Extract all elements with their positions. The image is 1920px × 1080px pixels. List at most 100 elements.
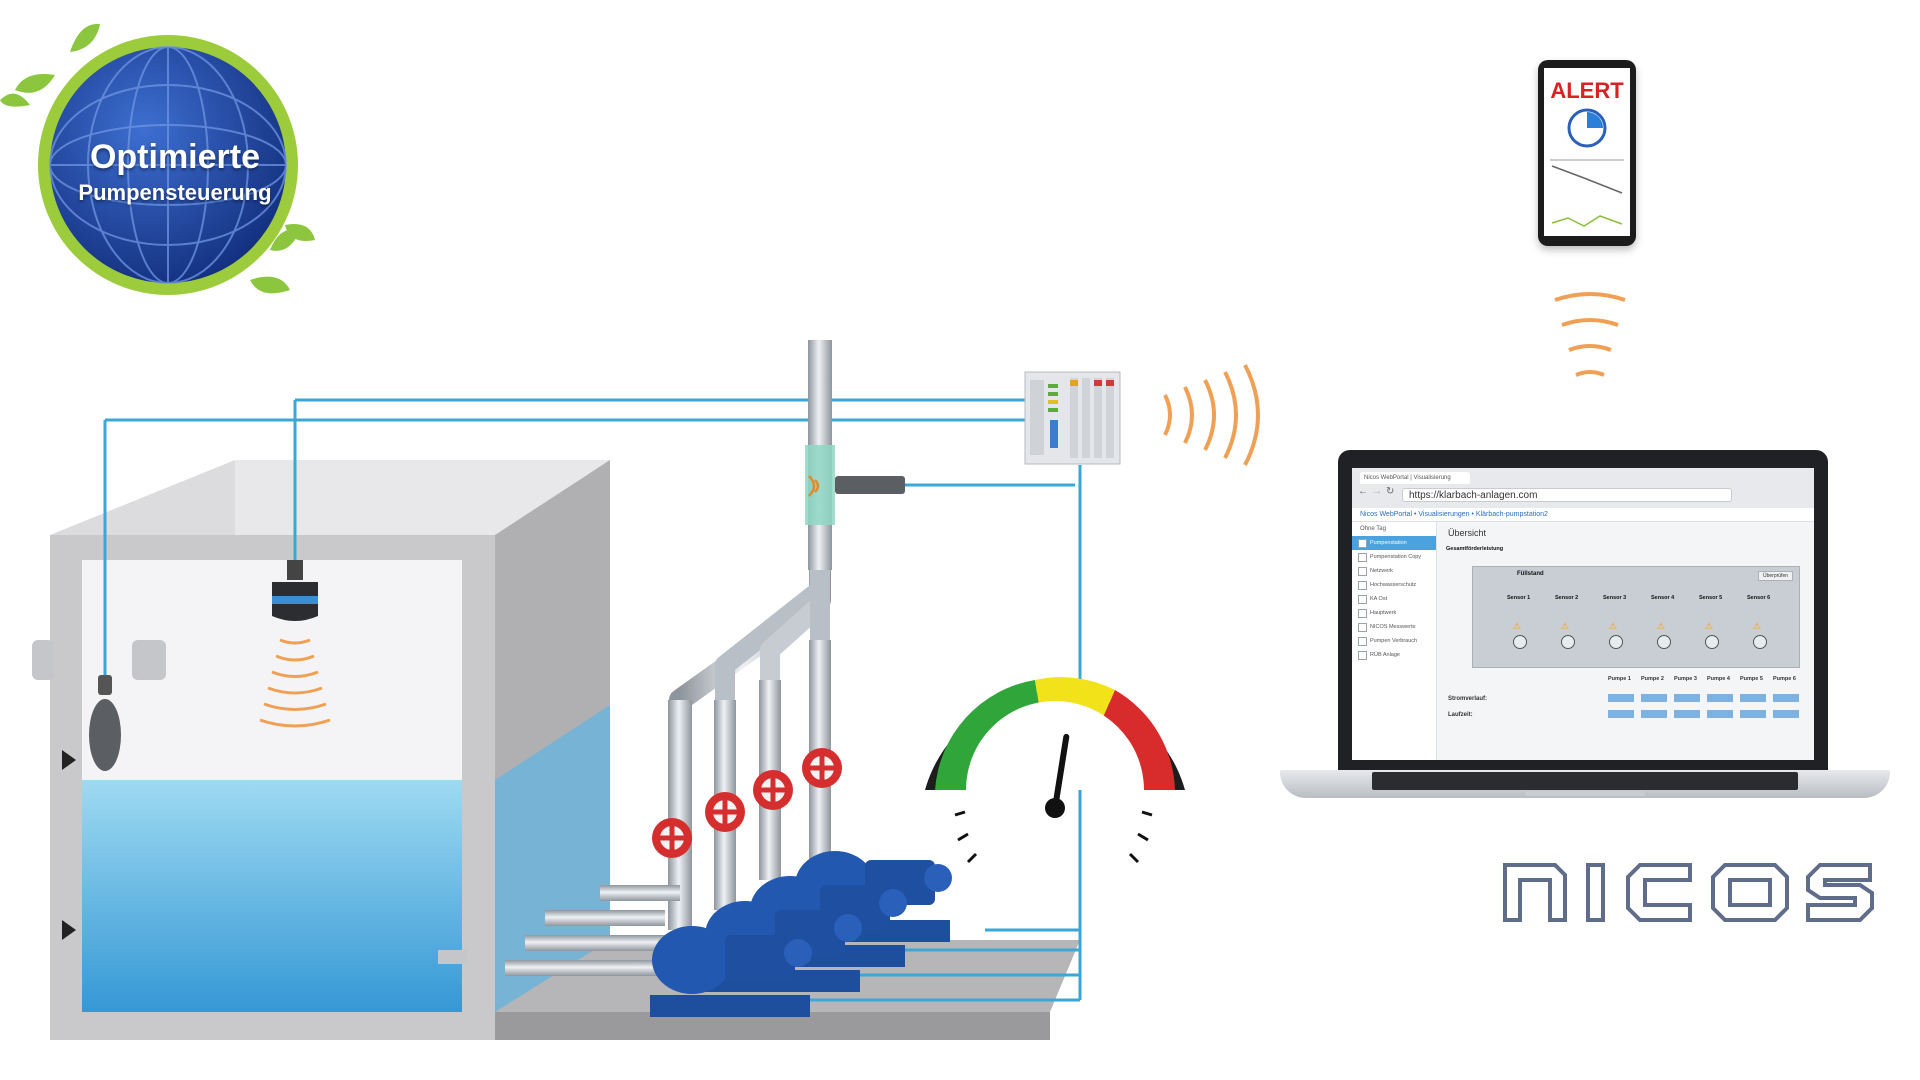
sidebar-item-label: Pumpenstation <box>1370 540 1407 546</box>
pump-column-header: Pumpe 4 <box>1707 676 1730 682</box>
phone-chart-line-2 <box>1551 215 1623 227</box>
phone-graphics <box>1550 108 1624 227</box>
pump-value-cell <box>1707 694 1733 702</box>
phone-chart-line-1 <box>1551 165 1623 194</box>
sidebar-item[interactable]: Pumpen Verbrauch <box>1352 634 1436 648</box>
alert-label: ALERT <box>1550 78 1624 103</box>
checkbox-icon[interactable] <box>1358 539 1367 548</box>
pump-value-cell <box>1773 694 1799 702</box>
pump-value-cell <box>1707 710 1733 718</box>
checkbox-icon[interactable] <box>1358 567 1367 576</box>
pump-value-cell <box>1641 694 1667 702</box>
sidebar-item-label: Hauptwerk <box>1370 610 1397 616</box>
pump-column-header: Pumpe 1 <box>1608 676 1631 682</box>
checkbox-icon[interactable] <box>1358 637 1367 646</box>
pump-value-cell <box>1773 710 1799 718</box>
browser-tab[interactable]: Nicos WebPortal | Visualisierung <box>1360 472 1470 484</box>
discharge-pipes <box>505 340 905 976</box>
valves <box>652 748 842 858</box>
phone-screen: ALERT <box>1544 68 1630 236</box>
valve-3 <box>753 770 793 810</box>
pump-symbol-icon[interactable] <box>1609 635 1623 649</box>
browser-toolbar: Nicos WebPortal | Visualisierung ← → ↻ h… <box>1352 468 1814 509</box>
badge-title-line2: Pumpensteuerung <box>78 180 272 205</box>
laptop-base <box>1280 770 1890 798</box>
sidebar-item[interactable]: RÜB Anlage <box>1352 648 1436 662</box>
badge-title-line1: Optimierte <box>89 138 261 176</box>
url-field[interactable]: https://klarbach-anlagen.com <box>1402 488 1732 502</box>
pump-symbol-icon[interactable] <box>1705 635 1719 649</box>
valve-4 <box>802 748 842 788</box>
fill-level-label: Füllstand <box>1517 571 1544 577</box>
pump-column-header: Pumpe 2 <box>1641 676 1664 682</box>
pump-column-header: Pumpe 6 <box>1773 676 1796 682</box>
float-switch <box>89 420 121 771</box>
leaf-icon <box>250 276 290 294</box>
sidebar-item-label: Hochwasserschutz <box>1370 582 1417 588</box>
globe-grid <box>49 46 287 284</box>
tank-nozzle-left <box>32 640 54 680</box>
pump-floor-edge <box>495 1012 1050 1040</box>
sidebar-item-label: Pumpenstation Copy <box>1370 554 1422 560</box>
leaf-icon <box>0 93 30 107</box>
clock-sector <box>1587 112 1603 128</box>
leaf-icon <box>15 74 55 93</box>
sensor-label: Sensor 6 <box>1747 595 1771 601</box>
reload-icon[interactable]: ↻ <box>1386 486 1395 497</box>
laptop-screen: Nicos WebPortal | Visualisierung ← → ↻ h… <box>1352 468 1814 760</box>
pump-symbol-icon[interactable] <box>1513 635 1527 649</box>
sidebar-item[interactable]: Pumpenstation Copy <box>1352 550 1436 564</box>
sensor-label: Sensor 5 <box>1699 595 1723 601</box>
sidebar-item[interactable]: Hauptwerk <box>1352 606 1436 620</box>
controller-wireless-waves <box>1163 364 1260 466</box>
checkbox-icon[interactable] <box>1358 609 1367 618</box>
forward-arrow-icon[interactable]: → <box>1372 486 1382 497</box>
trackpad <box>1525 791 1645 796</box>
smartphone: ALERT <box>1538 60 1636 246</box>
keyboard <box>1372 772 1798 796</box>
tank-water <box>82 780 462 1012</box>
main-content: Übersicht Gesamtförderleistung Füllstand… <box>1442 526 1808 754</box>
badge: Optimierte Pumpensteuerung <box>10 20 330 320</box>
warning-icon: ⚠ <box>1609 621 1618 631</box>
pump-column-header: Pumpe 3 <box>1674 676 1697 682</box>
sidebar-item-label: KA Ost <box>1370 596 1388 602</box>
sidebar-item[interactable]: KA Ost <box>1352 592 1436 606</box>
pressure-gauge <box>925 677 1185 864</box>
gauge-ticks <box>954 810 1153 864</box>
badge-emblem <box>0 23 315 295</box>
checkbox-icon[interactable] <box>1358 553 1367 562</box>
pump-symbol-icon[interactable] <box>1753 635 1767 649</box>
leaf-icon <box>270 229 300 251</box>
sidebar-item[interactable]: Hochwasserschutz <box>1352 578 1436 592</box>
sensor-label: Sensor 2 <box>1555 595 1579 601</box>
tank-nozzle-inner <box>132 640 166 680</box>
valve-1 <box>652 818 692 858</box>
sensor-label: Sensor 3 <box>1603 595 1627 601</box>
checkbox-icon[interactable] <box>1358 595 1367 604</box>
plant-visualization: Füllstand Überprüfen Sensor 1⚠Sensor 2⚠S… <box>1472 566 1800 668</box>
checkbox-icon[interactable] <box>1358 581 1367 590</box>
sidebar-item[interactable]: Pumpenstation <box>1352 536 1436 550</box>
laptop: Nicos WebPortal | Visualisierung ← → ↻ h… <box>1280 440 1890 860</box>
pump-column-header: Pumpe 5 <box>1740 676 1763 682</box>
pump-value-cell <box>1674 710 1700 718</box>
checkbox-icon[interactable] <box>1358 623 1367 632</box>
checkbox-icon[interactable] <box>1358 651 1367 660</box>
sidebar-item[interactable]: Netzwerk <box>1352 564 1436 578</box>
plc-controller <box>1024 371 1121 465</box>
sidebar-filter[interactable]: Ohne Tag <box>1360 526 1386 532</box>
leaf-icon <box>70 23 100 52</box>
back-arrow-icon[interactable]: ← <box>1358 486 1368 497</box>
pump-value-cell <box>1608 694 1634 702</box>
pump-symbol-icon[interactable] <box>1561 635 1575 649</box>
pump-symbol-icon[interactable] <box>1657 635 1671 649</box>
tank-marker-upper <box>62 750 76 770</box>
sidebar-item-label: Netzwerk <box>1370 568 1393 574</box>
check-button[interactable]: Überprüfen <box>1757 571 1793 581</box>
sidebar-item[interactable]: NICOS Messwerte <box>1352 620 1436 634</box>
flow-meter <box>805 445 835 525</box>
pumps <box>650 851 952 1017</box>
gauge-hub <box>1045 798 1065 818</box>
